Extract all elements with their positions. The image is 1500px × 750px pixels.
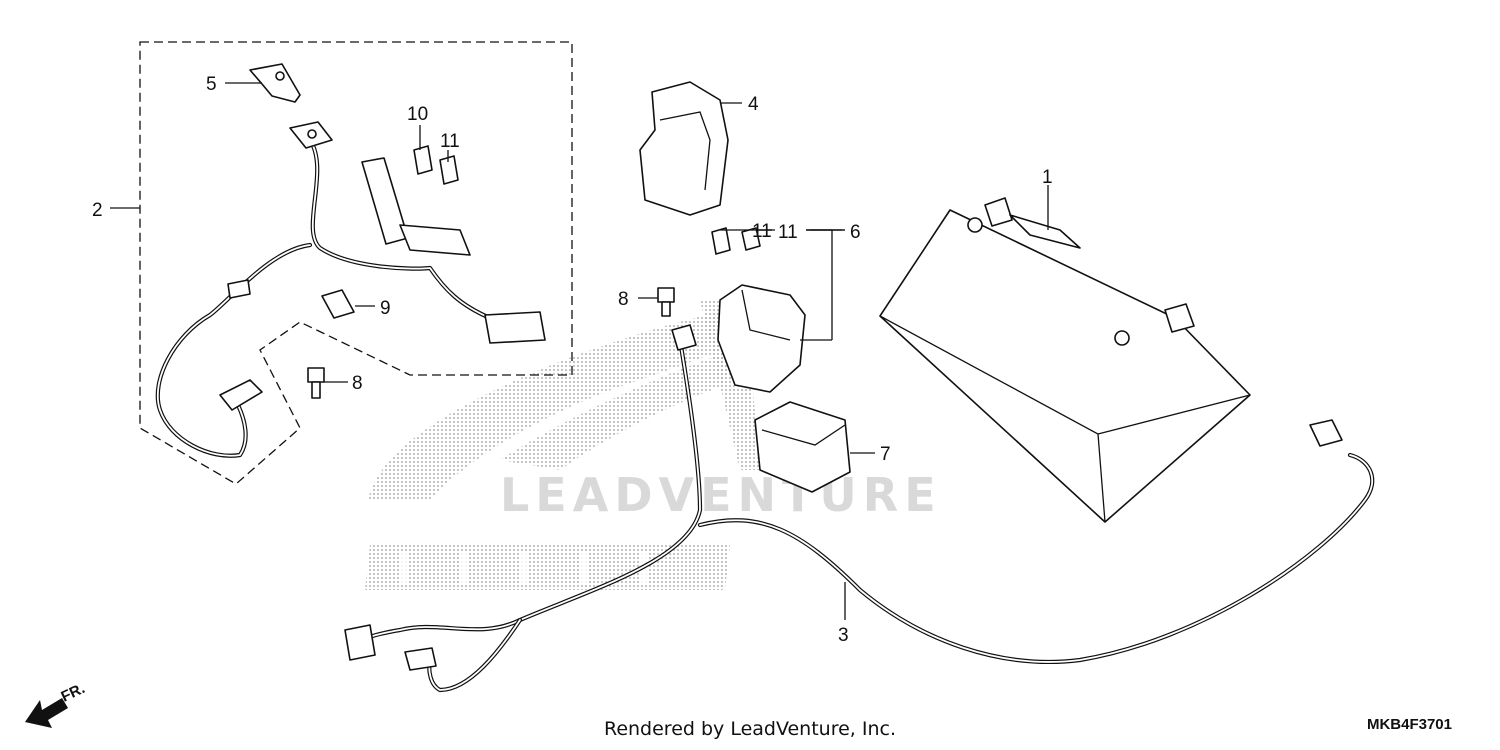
main-harness <box>344 324 1375 693</box>
callout-10: 10 <box>407 104 428 125</box>
callout-8-lower: 8 <box>352 373 363 394</box>
clamp-part <box>249 63 301 103</box>
front-marker-label: FR. <box>59 680 88 706</box>
fuse-pair-upper <box>413 145 459 185</box>
fuse-pair-relay <box>711 227 761 255</box>
bolt-lower <box>307 367 325 399</box>
relay-box <box>754 401 851 493</box>
terminal-cap <box>321 289 355 319</box>
callout-9: 9 <box>380 298 391 319</box>
leader-lines <box>110 82 1049 620</box>
callout-5: 5 <box>206 74 217 95</box>
callout-2: 2 <box>92 200 103 221</box>
callout-11-upper: 11 <box>752 221 772 242</box>
sub-harness <box>155 121 546 458</box>
leadventure-watermark: LEADVENTURE <box>500 468 942 522</box>
callout-1: 1 <box>1042 167 1053 188</box>
bolt-upper <box>657 287 675 317</box>
battery <box>879 197 1251 523</box>
callout-8-upper: 8 <box>618 289 629 310</box>
callout-4: 4 <box>748 94 759 115</box>
callout-6: 6 <box>850 222 861 243</box>
callout-7: 7 <box>880 444 891 465</box>
callout-11-lower: 11 <box>778 222 798 243</box>
callout-3: 3 <box>838 625 849 646</box>
relay-cover <box>639 81 729 216</box>
starter-relay <box>717 284 806 393</box>
honda-wing-logo <box>365 300 760 590</box>
callout-11-box: 11 <box>440 131 460 152</box>
footer-credit: Rendered by LeadVenture, Inc. <box>603 718 897 740</box>
diagram-code: MKB4F3701 <box>1366 716 1452 733</box>
